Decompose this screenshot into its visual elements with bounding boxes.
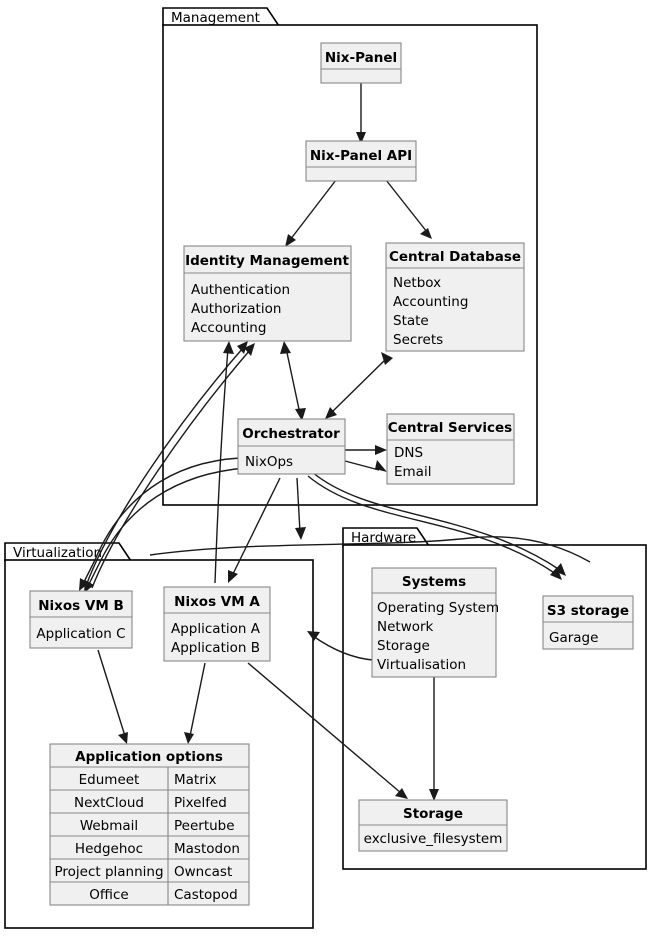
node-central-services[interactable]: Central Services DNS Email <box>386 413 515 485</box>
edge-vma-to-identity <box>214 348 229 584</box>
node-orchestrator-item: NixOps <box>245 454 293 470</box>
edge-vma-to-appoptions <box>189 662 206 737</box>
node-central-db-title: Central Database <box>389 249 521 265</box>
edge-orchestrator-to-vmb-2 <box>87 467 246 587</box>
app-option-cell: Edumeet <box>79 772 140 788</box>
node-nixos-vm-b[interactable]: Nixos VM B Application C <box>29 590 133 649</box>
app-option-cell: Office <box>89 887 128 903</box>
node-s3-title: S3 storage <box>547 603 629 619</box>
node-central-services-title: Central Services <box>388 420 512 436</box>
edge-vmb-to-identity-1 <box>85 347 244 587</box>
node-nix-panel-title: Nix-Panel <box>325 50 397 66</box>
node-identity-item: Authentication <box>191 282 290 298</box>
app-option-cell: Webmail <box>80 818 138 834</box>
node-storage-item: exclusive_filesystem <box>364 831 503 847</box>
node-nixos-vm-a[interactable]: Nixos VM A Application A Application B <box>163 586 271 662</box>
edge-api-to-centraldb <box>385 179 428 233</box>
edge-systems-to-vma <box>312 635 374 661</box>
edge-orchestrator-to-vma <box>231 477 281 577</box>
node-central-db-item: Netbox <box>393 275 441 291</box>
node-s3-storage[interactable]: S3 storage Garage <box>542 595 634 650</box>
node-vm-a-item: Application A <box>171 621 261 637</box>
edge-cross-horizontal <box>149 536 591 563</box>
edge-orchestrator-to-s3-1 <box>311 471 561 571</box>
node-systems-item: Virtualisation <box>377 657 466 673</box>
edge-api-to-identity <box>289 179 337 241</box>
node-systems-item: Operating System <box>377 600 499 616</box>
edge-vma-to-storage <box>247 662 402 794</box>
node-central-services-item: DNS <box>394 445 423 461</box>
node-identity-item: Accounting <box>191 320 266 336</box>
edge-orchestrator-to-s3-2 <box>307 475 557 575</box>
node-storage-title: Storage <box>403 806 463 822</box>
node-vm-a-item: Application B <box>171 640 260 656</box>
app-option-cell: Peertube <box>174 818 235 834</box>
node-nix-panel[interactable]: Nix-Panel <box>320 42 402 84</box>
node-s3-item: Garage <box>549 630 598 646</box>
node-central-database[interactable]: Central Database Netbox Accounting State… <box>385 242 525 352</box>
edge-centraldb-orchestrator <box>330 357 388 414</box>
node-identity-item: Authorization <box>191 301 281 317</box>
edge-vmb-to-appoptions <box>97 649 126 737</box>
node-orchestrator[interactable]: Orchestrator NixOps <box>237 418 346 475</box>
node-vm-b-item: Application C <box>36 626 125 642</box>
edge-identity-orchestrator <box>285 347 301 415</box>
node-identity-title: Identity Management <box>185 253 349 269</box>
node-systems-item: Network <box>377 619 434 635</box>
node-orchestrator-title: Orchestrator <box>242 426 340 442</box>
app-option-cell: NextCloud <box>74 795 144 811</box>
app-option-cell: Castopod <box>174 887 238 903</box>
node-app-options-title: Application options <box>75 749 223 765</box>
edge-orchestrator-to-email <box>344 460 380 471</box>
node-systems[interactable]: Systems Operating System Network Storage… <box>371 567 499 678</box>
node-central-db-item: State <box>393 313 429 329</box>
app-option-cell: Project planning <box>54 864 163 880</box>
node-storage[interactable]: Storage exclusive_filesystem <box>358 799 508 852</box>
node-central-services-item: Email <box>394 464 431 480</box>
node-vm-a-title: Nixos VM A <box>174 594 260 610</box>
node-application-options[interactable]: Application options Edumeet Matrix NextC… <box>49 743 250 906</box>
node-identity-management[interactable]: Identity Management Authentication Autho… <box>183 245 352 342</box>
node-nix-panel-api[interactable]: Nix-Panel API <box>305 140 417 182</box>
node-central-db-item: Secrets <box>393 332 443 348</box>
node-nix-panel-api-title: Nix-Panel API <box>310 148 412 164</box>
app-option-cell: Owncast <box>174 864 232 880</box>
edge-orchestrator-to-virtualization <box>296 477 301 533</box>
app-option-cell: Matrix <box>174 772 217 788</box>
package-virtualization-label: Virtualization <box>13 545 102 561</box>
node-systems-item: Storage <box>377 638 430 654</box>
node-central-db-item: Accounting <box>393 294 468 310</box>
edge-orchestrator-to-vmb-1 <box>82 457 241 585</box>
node-vm-b-title: Nixos VM B <box>38 598 124 614</box>
app-option-cell: Mastodon <box>174 841 240 857</box>
app-option-cell: Pixelfed <box>174 795 227 811</box>
app-option-cell: Hedgehoc <box>75 841 143 857</box>
package-management-label: Management <box>171 10 260 26</box>
connectors <box>79 83 591 801</box>
node-systems-title: Systems <box>402 574 466 590</box>
